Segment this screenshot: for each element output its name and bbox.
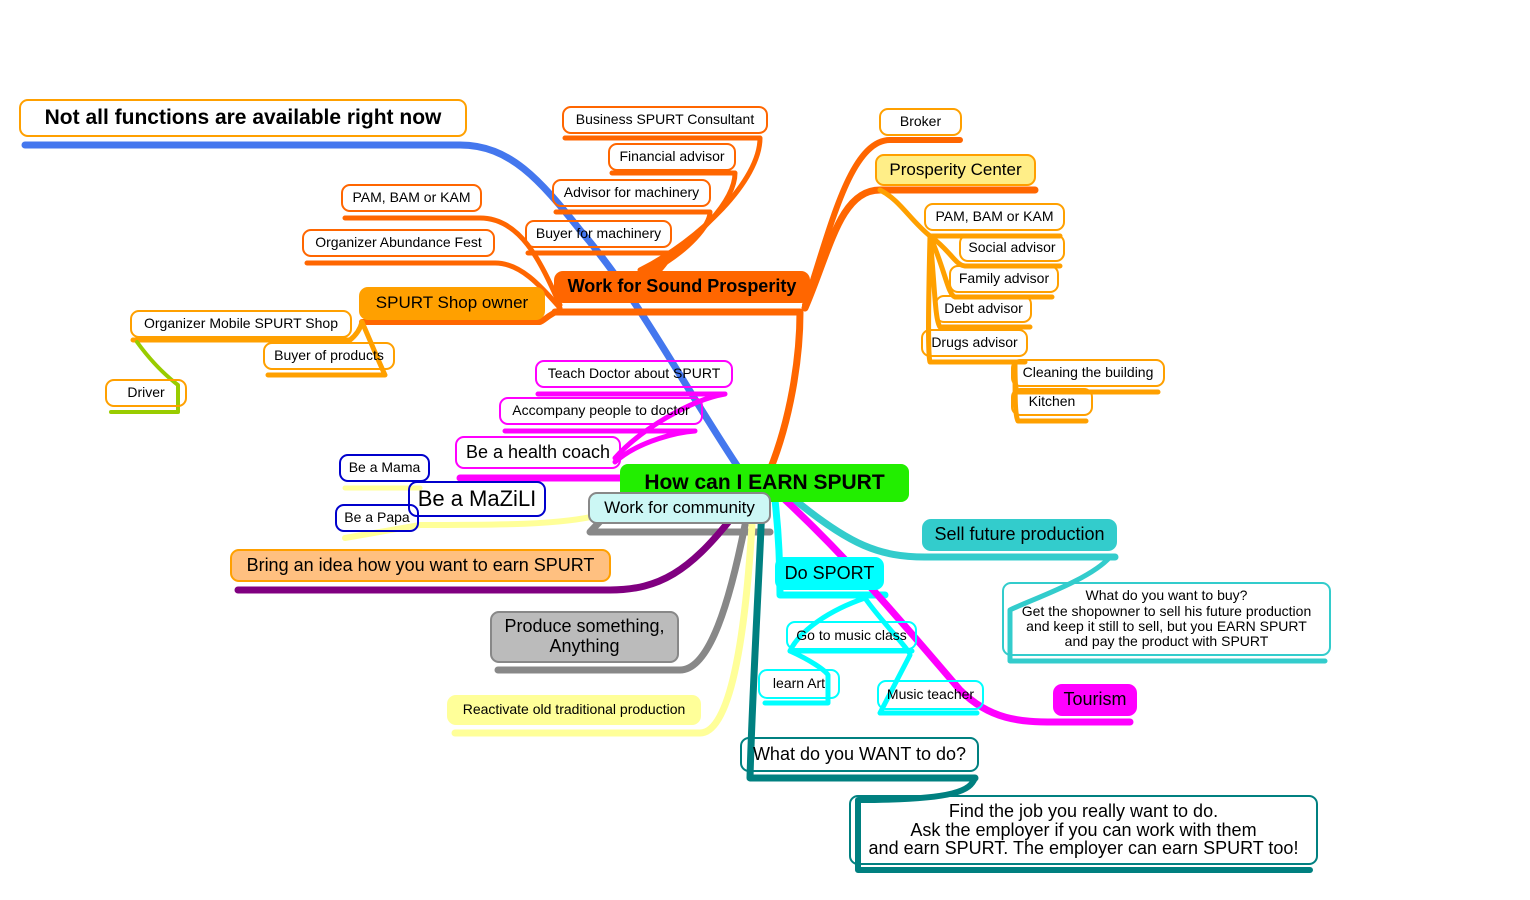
family-advisor[interactable]: Family advisor [949,265,1059,293]
be-a-health-coach[interactable]: Be a health coach [455,436,621,469]
buyer-for-machinery[interactable]: Buyer for machinery [525,220,672,248]
link-pam-left [342,215,563,308]
advisor-for-machinery[interactable]: Advisor for machinery [552,179,711,207]
drugs-advisor[interactable]: Drugs advisor [921,329,1028,357]
what-do-you-want-to-do[interactable]: What do you WANT to do? [740,737,979,772]
link-teach [535,391,728,461]
accompany-people-to-doctor[interactable]: Accompany people to doctor [499,397,703,425]
link-prosperity [551,308,804,474]
link-kitchen [1012,359,1089,424]
organizer-abundance-fest[interactable]: Organizer Abundance Fest [302,229,495,257]
link-produce [494,521,749,674]
pam-bam-kam-left[interactable]: PAM, BAM or KAM [341,184,482,212]
cleaning-the-building[interactable]: Cleaning the building [1011,359,1165,387]
debt-advisor[interactable]: Debt advisor [935,295,1032,323]
link-mazili [342,512,603,541]
link-music-teacher [862,595,980,716]
link-organizer-fest [304,260,563,311]
financial-advisor[interactable]: Financial advisor [608,143,736,171]
produce-something-anything[interactable]: Produce something, Anything [490,611,679,663]
go-to-music-class[interactable]: Go to music class [786,621,917,650]
link-shop-owner [359,307,563,325]
organizer-mobile-spurt-shop[interactable]: Organizer Mobile SPURT Shop [130,310,352,338]
business-spurt-consultant[interactable]: Business SPURT Consultant [562,106,768,134]
prosperity-center[interactable]: Prosperity Center [875,154,1036,186]
be-a-mama[interactable]: Be a Mama [339,454,430,482]
link-buyer-products [265,319,388,378]
find-the-job-detail[interactable]: Find the job you really want to do. Ask … [849,795,1318,865]
notice-label[interactable]: Not all functions are available right no… [19,99,467,137]
sell-future-production[interactable]: Sell future production [922,519,1117,551]
link-learn-art [762,648,831,706]
buyer-of-products[interactable]: Buyer of products [263,342,395,370]
work-for-community[interactable]: Work for community [588,492,771,524]
be-a-mazili[interactable]: Be a MaZiLI [408,481,546,517]
pam-bam-kam-right[interactable]: PAM, BAM or KAM [924,203,1065,231]
broker[interactable]: Broker [879,108,962,136]
work-for-sound-prosperity[interactable]: Work for Sound Prosperity [554,271,810,303]
kitchen[interactable]: Kitchen [1011,388,1093,416]
link-sell [791,496,1119,561]
link-center [801,186,1039,312]
social-advisor[interactable]: Social advisor [959,234,1065,262]
reactivate-old-traditional-production[interactable]: Reactivate old traditional production [447,695,701,725]
do-sport[interactable]: Do SPORT [775,557,884,590]
learn-art[interactable]: learn Art [758,669,840,699]
spurt-shop-owner[interactable]: SPURT Shop owner [359,287,545,320]
sell-future-detail[interactable]: What do you want to buy? Get the shopown… [1002,582,1331,656]
link-want [746,501,979,782]
link-sell-detail [1007,554,1328,664]
be-a-papa[interactable]: Be a Papa [335,504,419,532]
link-financial [609,170,738,273]
driver[interactable]: Driver [105,379,187,407]
link-idea [234,516,734,594]
bring-an-idea[interactable]: Bring an idea how you want to earn SPURT [230,549,611,582]
tourism[interactable]: Tourism [1053,684,1137,716]
link-reactivate [451,521,756,737]
music-teacher[interactable]: Music teacher [877,680,984,710]
teach-doctor-about-spurt[interactable]: Teach Doctor about SPURT [535,360,733,388]
link-tourism [776,491,1134,726]
link-accompany [502,428,698,465]
